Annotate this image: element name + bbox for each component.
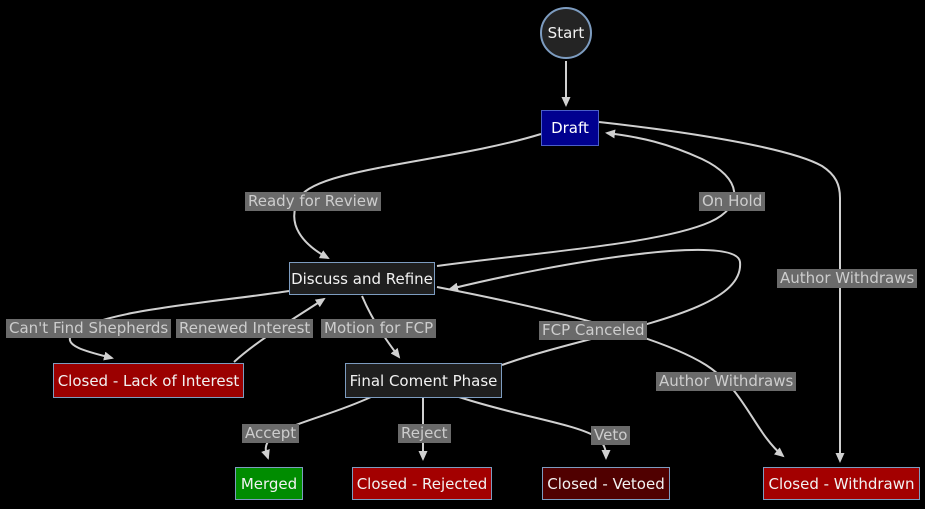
edge-draft-to-discuss <box>293 133 542 259</box>
node-closed-vetoed: Closed - Vetoed <box>542 467 670 500</box>
node-discuss-and-refine: Discuss and Refine <box>289 262 435 295</box>
node-start: Start <box>540 7 592 59</box>
edge-label-ready-for-review: Ready for Review <box>245 192 382 211</box>
edge-label-reject: Reject <box>398 424 451 443</box>
edge-label-author-withdraws-draft: Author Withdraws <box>777 269 918 288</box>
edge-label-renewed-interest: Renewed Interest <box>176 319 314 338</box>
edge-discuss-to-draft <box>436 129 736 267</box>
node-merged: Merged <box>235 467 303 500</box>
edge-label-author-withdraws-discuss: Author Withdraws <box>656 372 797 391</box>
edge-label-accept: Accept <box>242 424 300 443</box>
node-final-coment-phase: Final Coment Phase <box>345 363 502 398</box>
edge-label-motion-for-fcp: Motion for FCP <box>321 319 437 338</box>
node-closed-rejected: Closed - Rejected <box>352 467 492 500</box>
edge-draft-to-closed-withdrawn <box>598 121 845 463</box>
edge-label-fcp-canceled: FCP Canceled <box>539 321 648 340</box>
edge-discuss-to-closed-withdrawn <box>436 286 785 458</box>
node-closed-withdrawn: Closed - Withdrawn <box>763 467 920 500</box>
edge-fcp-to-discuss <box>448 248 742 366</box>
node-draft: Draft <box>541 110 599 146</box>
node-closed-lack-of-interest: Closed - Lack of Interest <box>53 363 244 398</box>
edge-label-on-hold: On Hold <box>699 192 766 211</box>
edge-label-cant-find-shepherds: Can't Find Shepherds <box>6 319 172 338</box>
edge-label-veto: Veto <box>591 426 631 445</box>
edge-fcp-to-closed-vetoed <box>458 396 611 460</box>
